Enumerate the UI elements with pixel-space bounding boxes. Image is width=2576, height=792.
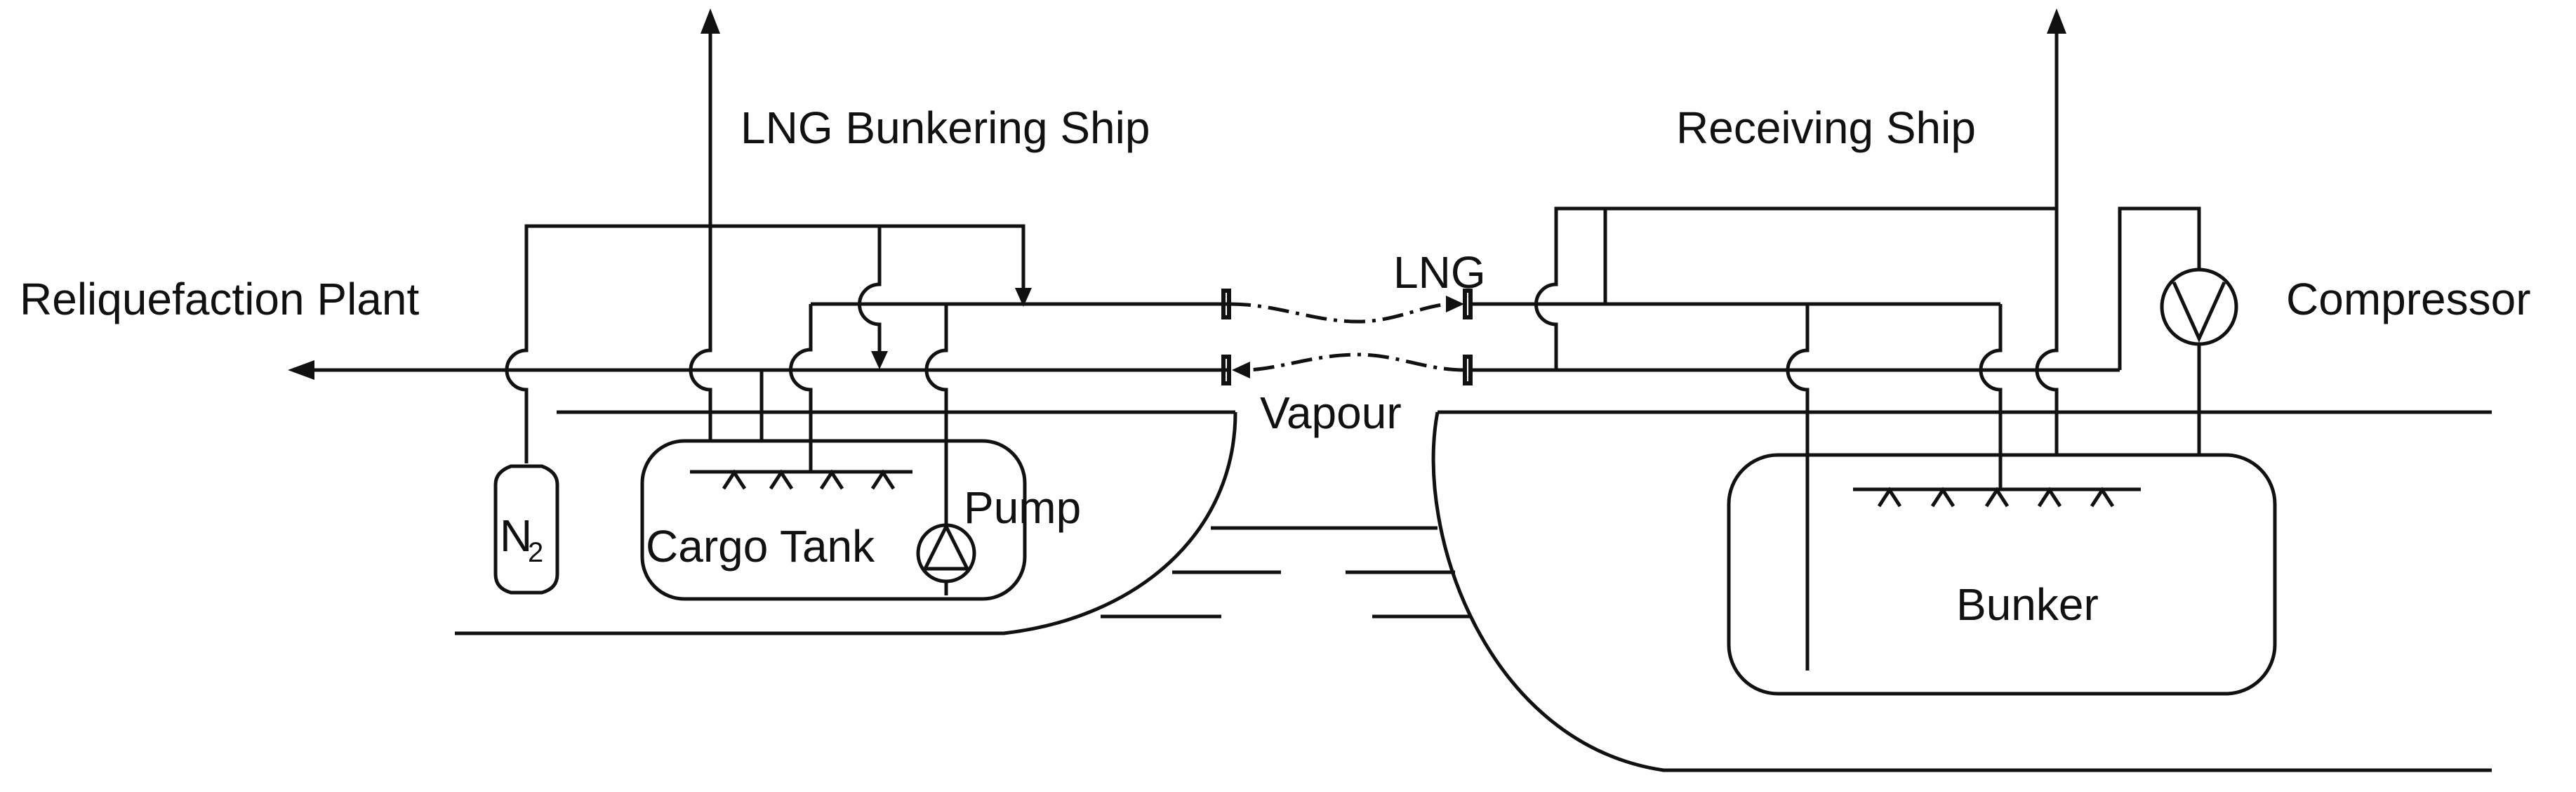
- nitrogen-label: N: [500, 510, 532, 561]
- bunkering-ship-label: LNG Bunkering Ship: [741, 103, 1150, 153]
- bunkering-ship-piping: [288, 8, 1230, 525]
- cargo-tank-spray-header: [690, 469, 912, 490]
- bunker-label: Bunker: [1956, 579, 2099, 630]
- compressor-icon: [2118, 206, 2238, 456]
- cargo-tank: [640, 439, 1027, 601]
- receiving-ship-label: Receiving Ship: [1676, 103, 1976, 153]
- reliquefaction-plant-label: Reliquefaction Plant: [20, 274, 419, 324]
- water-lines: [1101, 526, 1472, 619]
- lng-hose-label: LNG: [1393, 247, 1486, 298]
- transfer-hoses: [1221, 289, 1473, 385]
- compressor-label: Compressor: [2286, 274, 2531, 324]
- pump-icon: [916, 522, 976, 595]
- vapour-hose-label: Vapour: [1260, 388, 1402, 438]
- cargo-tank-label: Cargo Tank: [646, 521, 875, 572]
- pump-label: Pump: [964, 482, 1081, 533]
- receiving-ship-hull: [1431, 410, 2492, 772]
- nitrogen-bottle: [493, 416, 559, 595]
- bunkering-ship-hull: [455, 410, 1237, 635]
- receiving-ship-piping: [1470, 8, 2120, 671]
- bunker-spray-header: [1853, 487, 2141, 508]
- nitrogen-subscript: 2: [528, 537, 543, 568]
